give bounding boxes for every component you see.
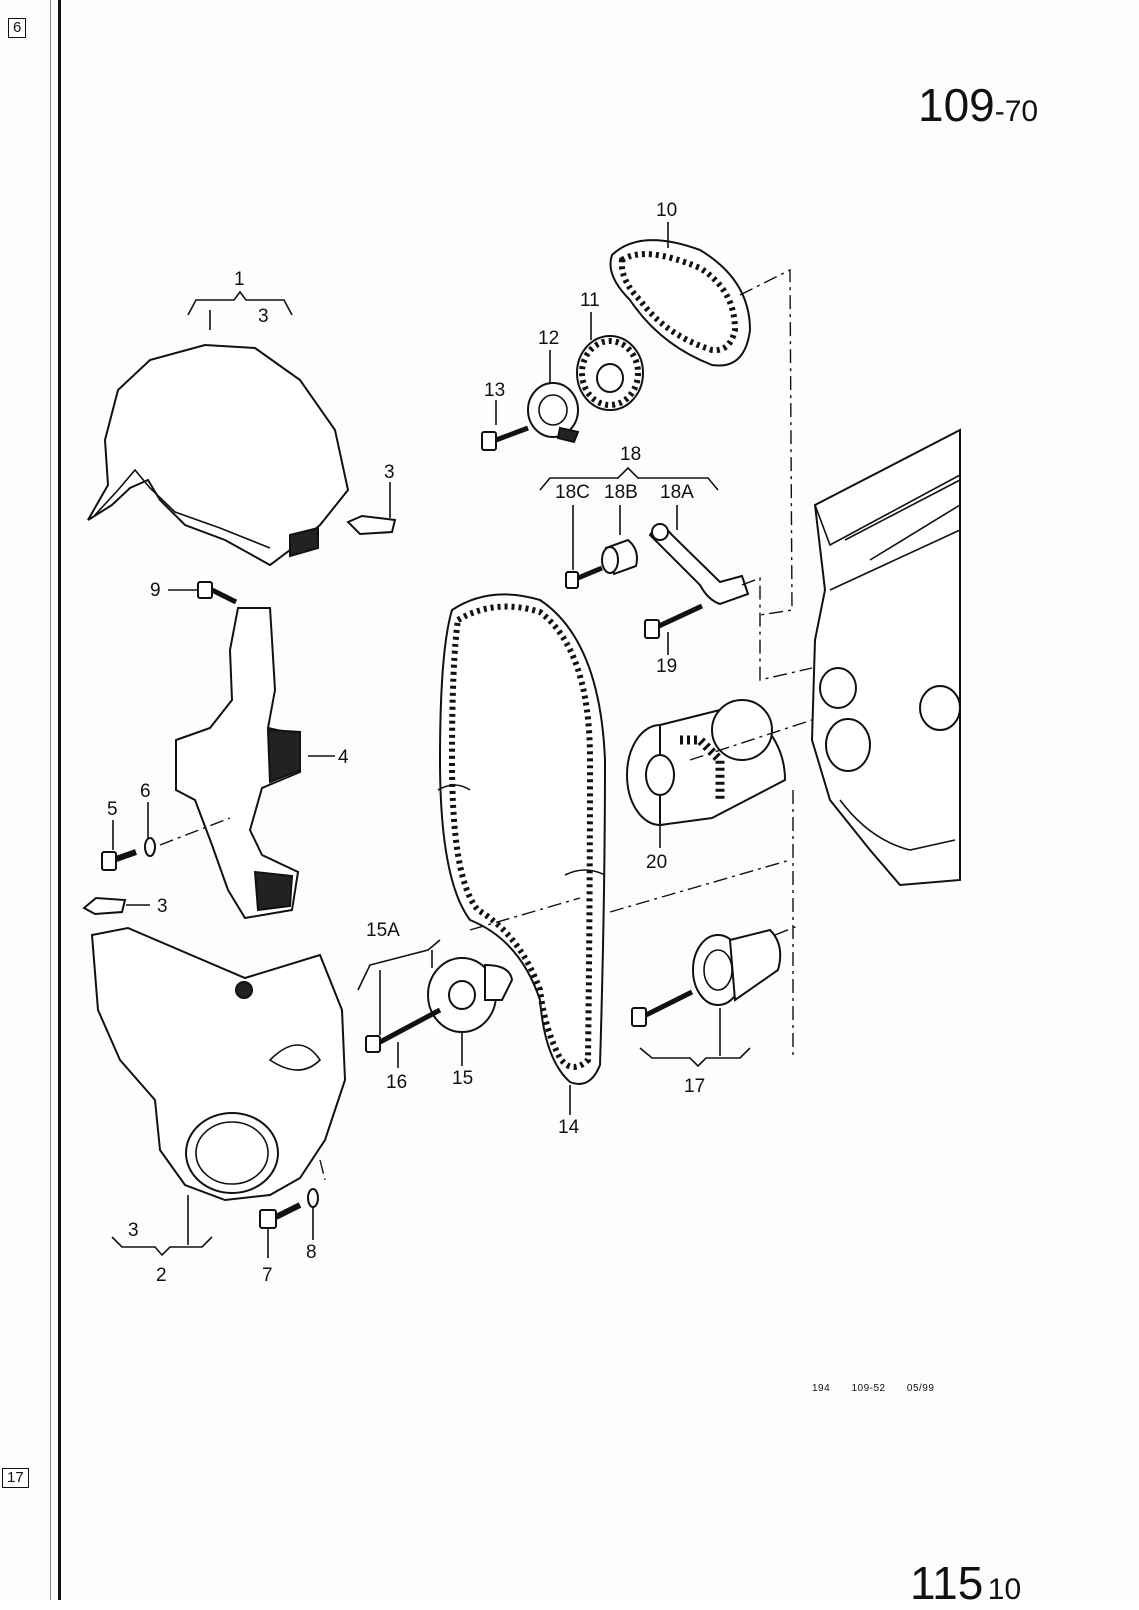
upper-belt-cover[interactable]: [87, 343, 350, 567]
callout-15[interactable]: 15: [452, 1068, 473, 1089]
callout-15a[interactable]: 15A: [366, 920, 400, 941]
timing-belt[interactable]: [437, 593, 607, 1085]
callout-6[interactable]: 6: [140, 781, 151, 802]
footer-reference: 194 109-52 05/99: [812, 1383, 952, 1394]
tensioner-arm-18a[interactable]: [648, 523, 750, 606]
footer-ref-1: 194: [812, 1383, 831, 1394]
callout-7[interactable]: 7: [262, 1265, 273, 1286]
callout-18[interactable]: 18: [620, 444, 641, 465]
callout-1[interactable]: 1: [234, 269, 245, 290]
callout-14[interactable]: 14: [558, 1117, 580, 1138]
section-code: 109-70: [918, 78, 1038, 132]
bolt-16[interactable]: [365, 1007, 442, 1053]
idler-roller[interactable]: [527, 382, 580, 444]
rear-belt-guard[interactable]: [175, 607, 301, 920]
callout-18c[interactable]: 18C: [555, 482, 590, 503]
bolt-13[interactable]: [481, 425, 529, 451]
callout-3-upper-cover[interactable]: 3: [258, 306, 269, 327]
callout-9[interactable]: 9: [150, 580, 161, 601]
callout-5[interactable]: 5: [107, 799, 118, 820]
engine-block: [810, 428, 961, 887]
callout-3-upper-clip[interactable]: 3: [384, 462, 395, 483]
bolt-9[interactable]: [197, 581, 238, 605]
section-code-sub: -70: [994, 95, 1039, 128]
callout-4[interactable]: 4: [338, 747, 349, 768]
footer-ref-3: 05/99: [906, 1383, 935, 1394]
callout-18a[interactable]: 18A: [660, 482, 694, 503]
leader-lines: [111, 222, 751, 1258]
washer-6[interactable]: [144, 837, 156, 857]
callout-13[interactable]: 13: [484, 380, 505, 401]
left-margin-rule: [58, 0, 61, 1600]
callout-20[interactable]: 20: [646, 852, 667, 873]
callout-16[interactable]: 16: [386, 1072, 407, 1093]
callout-8[interactable]: 8: [306, 1242, 317, 1263]
bolt-19[interactable]: [644, 603, 704, 639]
bolt-5[interactable]: [101, 849, 137, 871]
section-code-main: 109: [918, 79, 995, 131]
clip-lower[interactable]: [82, 896, 127, 916]
clip-upper[interactable]: [346, 514, 397, 536]
bolt-7[interactable]: [259, 1202, 302, 1229]
page-tab-bottom[interactable]: 17: [2, 1468, 29, 1488]
callout-19[interactable]: 19: [656, 656, 677, 677]
callout-labels: 1 3 3 9 4 5 6 3 3 2 7 8 10 11 12 13 18 1…: [107, 200, 705, 1286]
footer-ref-2: 109-52: [851, 1383, 886, 1394]
left-margin-rule-thin: [50, 0, 51, 1600]
camshaft-belt[interactable]: [609, 239, 752, 367]
water-pump[interactable]: [626, 699, 787, 827]
callout-10[interactable]: 10: [656, 200, 677, 221]
callout-17[interactable]: 17: [684, 1076, 705, 1097]
camshaft-sprocket[interactable]: [576, 335, 644, 411]
callout-12[interactable]: 12: [538, 328, 559, 349]
tensioner-pulley[interactable]: [427, 957, 514, 1033]
callout-3-lower-cover[interactable]: 3: [128, 1220, 139, 1241]
callout-11[interactable]: 11: [580, 290, 600, 311]
callout-2[interactable]: 2: [156, 1265, 167, 1286]
washer-8[interactable]: [307, 1188, 319, 1208]
tensioner-bolt-18c[interactable]: [565, 565, 603, 589]
callout-3-lower-clip[interactable]: 3: [157, 896, 168, 917]
lower-idler-pulley[interactable]: [631, 928, 782, 1027]
page-tab-top[interactable]: 6: [8, 18, 27, 38]
alignment-lines: [159, 268, 813, 1181]
callout-18b[interactable]: 18B: [604, 482, 638, 503]
lower-belt-cover[interactable]: [90, 926, 347, 1202]
tensioner-sleeve-18b[interactable]: [601, 538, 638, 576]
